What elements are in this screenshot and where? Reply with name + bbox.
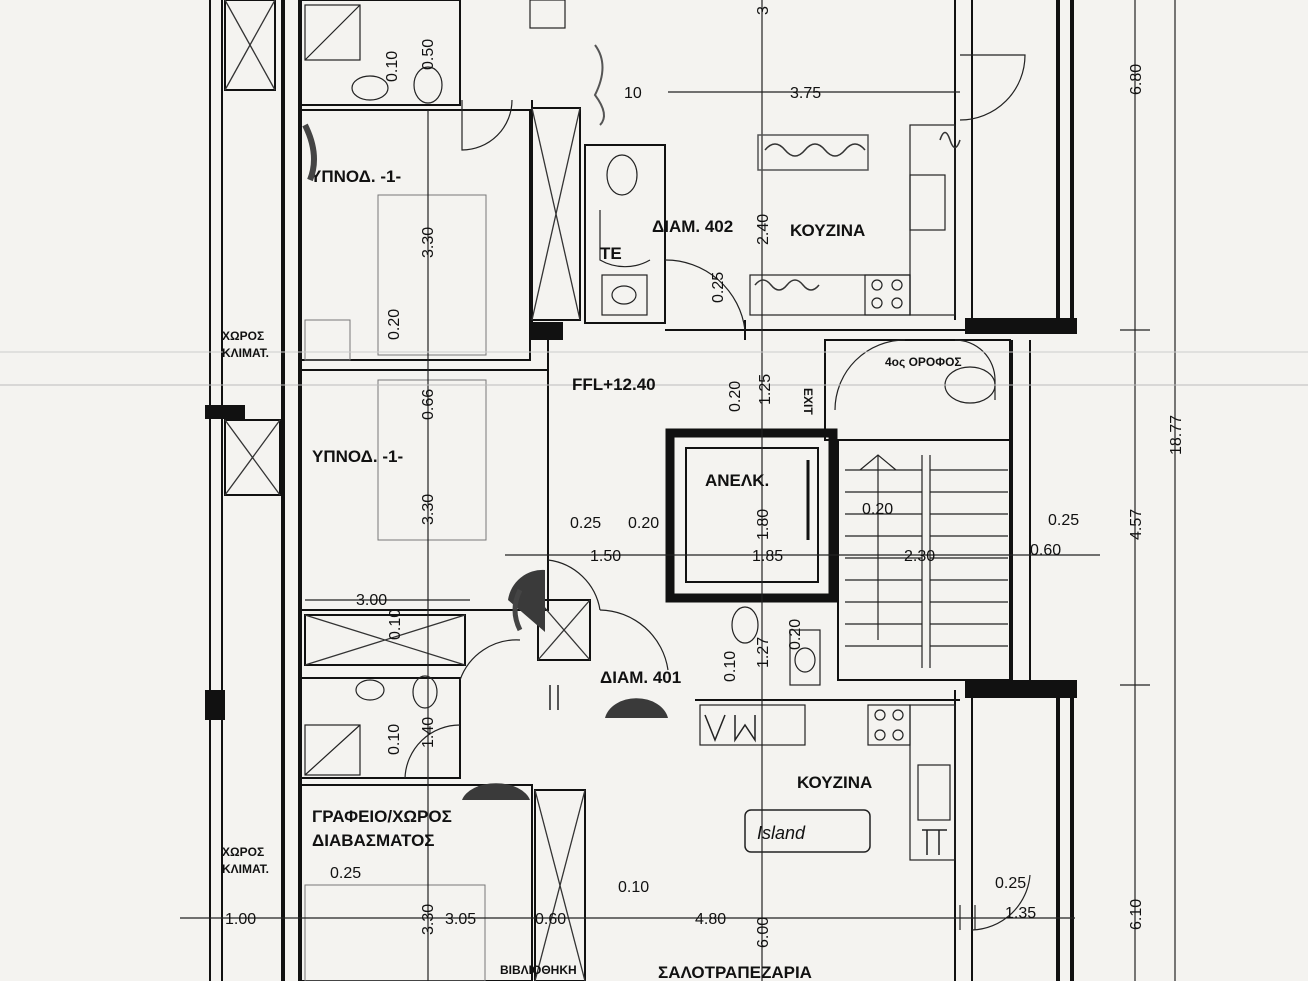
dim-0-60: 0.60 bbox=[1030, 542, 1061, 559]
staircase bbox=[845, 454, 1008, 668]
dim-1-80: 1.80 bbox=[755, 509, 772, 540]
dim-0-10-c: 0.10 bbox=[386, 724, 403, 755]
dim-18-77: 18.77 bbox=[1168, 415, 1185, 455]
elevator-shaft bbox=[665, 428, 838, 603]
dim-2-40: 2.40 bbox=[755, 214, 772, 245]
dim-0-25-a: 0.25 bbox=[710, 272, 727, 303]
dim-0-10-a: 0.10 bbox=[387, 609, 404, 640]
dim-1-50: 1.50 bbox=[590, 548, 621, 565]
dim-3-30-a: 3.30 bbox=[420, 227, 437, 258]
hatched-shafts bbox=[224, 0, 591, 981]
elevator-label: ΑΝΕΛΚ. bbox=[705, 471, 769, 490]
dim-4-80: 4.80 bbox=[695, 911, 726, 928]
bedroom-top-label: ΥΠΝΟΔ. -1- bbox=[310, 167, 401, 186]
dim-10: 10 bbox=[624, 85, 642, 102]
living-dining-label: ΣΑΛΟΤΡΑΠΕΖΑΡΙΑ bbox=[658, 963, 812, 981]
dim-0-25-c: 0.25 bbox=[1048, 512, 1079, 529]
dim-4-57: 4.57 bbox=[1128, 509, 1145, 540]
floor-name-label: 4ος ΟΡΟΦΟΣ bbox=[885, 355, 962, 369]
bedroom-mid-label: ΥΠΝΟΔ. -1- bbox=[312, 447, 403, 466]
dim-0-60-b: 0.60 bbox=[535, 911, 566, 928]
handwritten-annotations: Island bbox=[302, 44, 961, 855]
floor-level-label: FFL+12.40 bbox=[572, 375, 656, 394]
dim-6-00: 6.00 bbox=[755, 917, 772, 948]
dim-2-30: 2.30 bbox=[904, 548, 935, 565]
dim-3-05: 3.05 bbox=[445, 911, 476, 928]
dim-0-20-b: 0.20 bbox=[727, 381, 744, 412]
wc-label: ΤΕ bbox=[600, 244, 622, 263]
library-label: ΒΙΒΛΙΟΘΗΚΗ bbox=[500, 963, 577, 977]
dim-0-20-a: 0.20 bbox=[386, 309, 403, 340]
fixtures bbox=[304, 0, 956, 981]
dim-0-10-e: 0.10 bbox=[384, 51, 401, 82]
dim-0-10-b: 0.10 bbox=[722, 651, 739, 682]
dim-6-80: 6.80 bbox=[1128, 64, 1145, 95]
dim-1-85: 1.85 bbox=[752, 548, 783, 565]
dim-1-35: 1.35 bbox=[1005, 905, 1036, 922]
ac-space-top-line1: ΧΩΡΟΣ bbox=[222, 329, 264, 343]
ac-space-bottom-line1: ΧΩΡΟΣ bbox=[222, 845, 264, 859]
dim-1-27: 1.27 bbox=[755, 637, 772, 668]
dim-1-25: 1.25 bbox=[757, 374, 774, 405]
apartment-401-label: ΔΙΑΜ. 401 bbox=[600, 668, 681, 687]
dim-1-40: 1.40 bbox=[420, 717, 437, 748]
dim-3-00: 3.00 bbox=[356, 592, 387, 609]
dim-3-30-c: 3.30 bbox=[420, 904, 437, 935]
dim-3-75: 3.75 bbox=[790, 85, 821, 102]
walls bbox=[205, 0, 1077, 981]
ac-space-top-line2: ΚΛΙΜΑΤ. bbox=[222, 346, 269, 360]
apartment-402-label: ΔΙΑΜ. 402 bbox=[652, 217, 733, 236]
doors bbox=[404, 54, 1031, 931]
dim-1-00: 1.00 bbox=[225, 911, 256, 928]
dim-0-20-d: 0.20 bbox=[862, 501, 893, 518]
dim-0-50: 0.50 bbox=[420, 39, 437, 70]
dim-3-30-b: 3.30 bbox=[420, 494, 437, 525]
dim-3-top: 3 bbox=[755, 6, 772, 15]
dim-0-25-e: 0.25 bbox=[995, 875, 1026, 892]
dim-0-20-e: 0.20 bbox=[787, 619, 804, 650]
exit-label: EXIT bbox=[801, 388, 815, 415]
dim-0-10-d: 0.10 bbox=[618, 879, 649, 896]
island-note: Island bbox=[757, 823, 806, 843]
office-label-line1: ΓΡΑΦΕΙΟ/ΧΩΡΟΣ bbox=[312, 807, 452, 826]
kitchen-bottom-label: ΚΟΥΖΙΝΑ bbox=[797, 773, 872, 792]
ac-space-bottom-line2: ΚΛΙΜΑΤ. bbox=[222, 862, 269, 876]
dim-0-25-b: 0.25 bbox=[570, 515, 601, 532]
dim-0-25-d: 0.25 bbox=[330, 865, 361, 882]
dim-0-20-c: 0.20 bbox=[628, 515, 659, 532]
kitchen-top-label: ΚΟΥΖΙΝΑ bbox=[790, 221, 865, 240]
dim-0-66: 0.66 bbox=[420, 389, 437, 420]
dim-6-10: 6.10 bbox=[1128, 899, 1145, 930]
office-label-line2: ΔΙΑΒΑΣΜΑΤΟΣ bbox=[312, 831, 435, 850]
